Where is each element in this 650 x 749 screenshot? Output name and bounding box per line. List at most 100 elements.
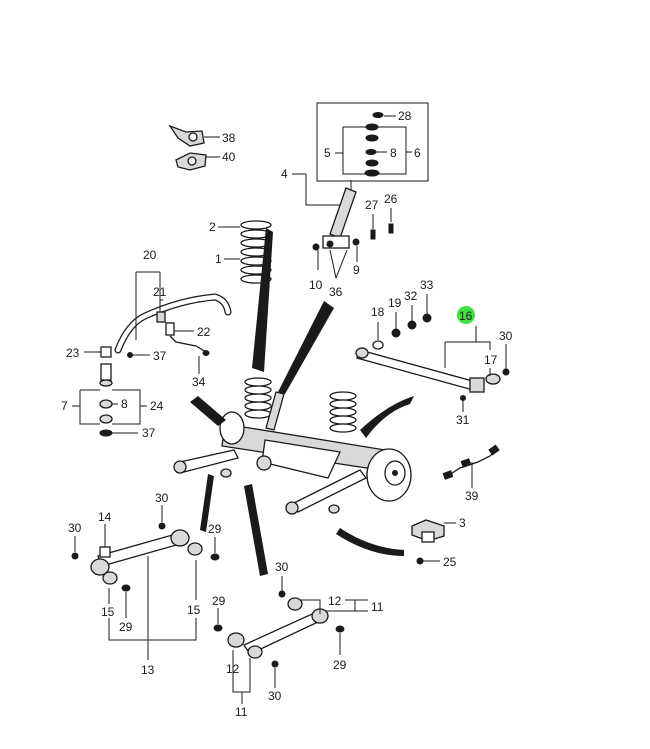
part-6-nut[interactable] [364, 169, 380, 177]
callout-18[interactable]: 18 [371, 305, 385, 319]
part-7-washer[interactable] [99, 379, 113, 387]
callout-29-lower-a[interactable]: 29 [208, 522, 222, 536]
callout-29-upper-a[interactable]: 29 [212, 594, 226, 608]
callout-39[interactable]: 39 [465, 489, 479, 503]
lateral-rod-group [355, 294, 510, 412]
part-32-nut[interactable] [407, 320, 417, 330]
callout-19[interactable]: 19 [388, 296, 402, 310]
callout-37-bottom[interactable]: 37 [142, 426, 156, 440]
part-24-bushing[interactable] [99, 414, 113, 424]
part-29-bolt-b[interactable] [121, 584, 131, 592]
part-23-end-link[interactable] [100, 346, 112, 358]
part-5-bushing-mid[interactable] [365, 134, 379, 142]
part-8-washer[interactable] [365, 149, 377, 155]
part-10-bolt[interactable] [312, 243, 320, 251]
callout-27[interactable]: 27 [365, 198, 379, 212]
callout-30-lower-a[interactable]: 30 [68, 521, 82, 535]
part-27-bolt[interactable] [370, 229, 376, 240]
part-30-nut-b[interactable] [158, 522, 166, 530]
part-30-nut-c[interactable] [278, 590, 286, 598]
part-34-link[interactable] [169, 335, 207, 353]
part-20-stabilizer-bar[interactable] [115, 294, 231, 353]
callout-23[interactable]: 23 [66, 346, 80, 360]
part-5-bushing-low[interactable] [365, 159, 379, 167]
callout-20[interactable]: 20 [143, 248, 157, 262]
callout-37-top[interactable]: 37 [153, 349, 167, 363]
callout-28[interactable]: 28 [398, 109, 412, 123]
part-9-nut[interactable] [352, 238, 360, 246]
callout-8[interactable]: 8 [390, 146, 397, 160]
part-3-bracket[interactable] [411, 519, 445, 542]
part-10-bolt-b[interactable] [326, 240, 334, 248]
part-29-bolt-d[interactable] [335, 625, 345, 633]
callout-1[interactable]: 1 [215, 252, 222, 266]
part-19-nut[interactable] [391, 328, 401, 338]
part-16-lateral-rod[interactable] [356, 349, 477, 391]
upper-control-arm-group [213, 576, 368, 704]
callout-15-right[interactable]: 15 [187, 603, 201, 617]
callout-40[interactable]: 40 [222, 150, 236, 164]
part-14-bushing[interactable] [99, 546, 111, 558]
callout-30-upper-b[interactable]: 30 [268, 689, 282, 703]
callout-32[interactable]: 32 [404, 289, 418, 303]
callout-15-left[interactable]: 15 [101, 605, 115, 619]
pointer-band-lower-arm [200, 474, 214, 532]
callout-30-rod[interactable]: 30 [499, 329, 513, 343]
callout-5[interactable]: 5 [324, 146, 331, 160]
rear-axle-assembly [173, 377, 412, 515]
part-8-bushing[interactable] [99, 399, 113, 409]
callout-6[interactable]: 6 [414, 146, 421, 160]
callout-11-lower[interactable]: 11 [235, 705, 248, 719]
callout-21[interactable]: 21 [153, 285, 167, 299]
part-22-link-bracket[interactable] [165, 322, 175, 336]
callout-38[interactable]: 38 [222, 131, 236, 145]
pointer-band-bracket [336, 528, 404, 556]
part-21-bushing[interactable] [156, 311, 166, 323]
part-25-bolt[interactable] [416, 557, 424, 565]
callout-12-lower[interactable]: 12 [226, 662, 240, 676]
part-17-bushing[interactable] [469, 377, 485, 393]
part-5-bushing-top[interactable] [365, 123, 379, 131]
callout-12-upper[interactable]: 12 [328, 594, 342, 608]
callout-36[interactable]: 36 [329, 285, 343, 299]
callout-22[interactable]: 22 [197, 325, 211, 339]
callout-4[interactable]: 4 [281, 167, 288, 181]
callout-14[interactable]: 14 [98, 510, 112, 524]
callout-7[interactable]: 7 [61, 399, 68, 413]
part-31-bolt[interactable] [460, 395, 466, 401]
part-38-mount[interactable] [168, 124, 205, 147]
callout-17[interactable]: 17 [484, 353, 498, 367]
callout-9[interactable]: 9 [353, 263, 360, 277]
callout-31[interactable]: 31 [456, 413, 470, 427]
part-18-washer[interactable] [372, 340, 384, 350]
pointer-band-stabilizer [190, 396, 226, 426]
callout-10[interactable]: 10 [309, 278, 323, 292]
callout-29-lower-b[interactable]: 29 [119, 620, 133, 634]
callout-2[interactable]: 2 [209, 220, 216, 234]
callout-26[interactable]: 26 [384, 192, 398, 206]
callout-33[interactable]: 33 [420, 278, 434, 292]
part-30-nut-d[interactable] [271, 660, 279, 668]
part-26-nut[interactable] [388, 223, 394, 234]
part-36-shock-bracket[interactable] [322, 235, 350, 249]
part-30-nut-rod[interactable] [502, 368, 510, 376]
callout-34[interactable]: 34 [192, 375, 206, 389]
part-29-bolt-a[interactable] [210, 553, 220, 561]
part-33-bolt[interactable] [422, 313, 432, 323]
part-37-nut-top[interactable] [127, 352, 133, 358]
part-30-nut-a[interactable] [71, 552, 79, 560]
callout-13[interactable]: 13 [141, 663, 155, 677]
part-28-washer[interactable] [372, 112, 384, 118]
callout-16[interactable]: 16 [459, 309, 473, 323]
callout-30-lower-b[interactable]: 30 [155, 491, 169, 505]
callout-30-upper[interactable]: 30 [275, 560, 289, 574]
callout-25[interactable]: 25 [443, 555, 457, 569]
part-4-shock-absorber-body[interactable] [329, 187, 357, 239]
callout-29-upper-b[interactable]: 29 [333, 658, 347, 672]
callout-24[interactable]: 24 [150, 399, 164, 413]
callout-11-upper[interactable]: 11 [371, 600, 384, 614]
callout-3[interactable]: 3 [459, 516, 466, 530]
part-29-bolt-c[interactable] [213, 624, 223, 632]
callout-8-stack[interactable]: 8 [121, 397, 128, 411]
part-37-nut[interactable] [99, 429, 113, 437]
